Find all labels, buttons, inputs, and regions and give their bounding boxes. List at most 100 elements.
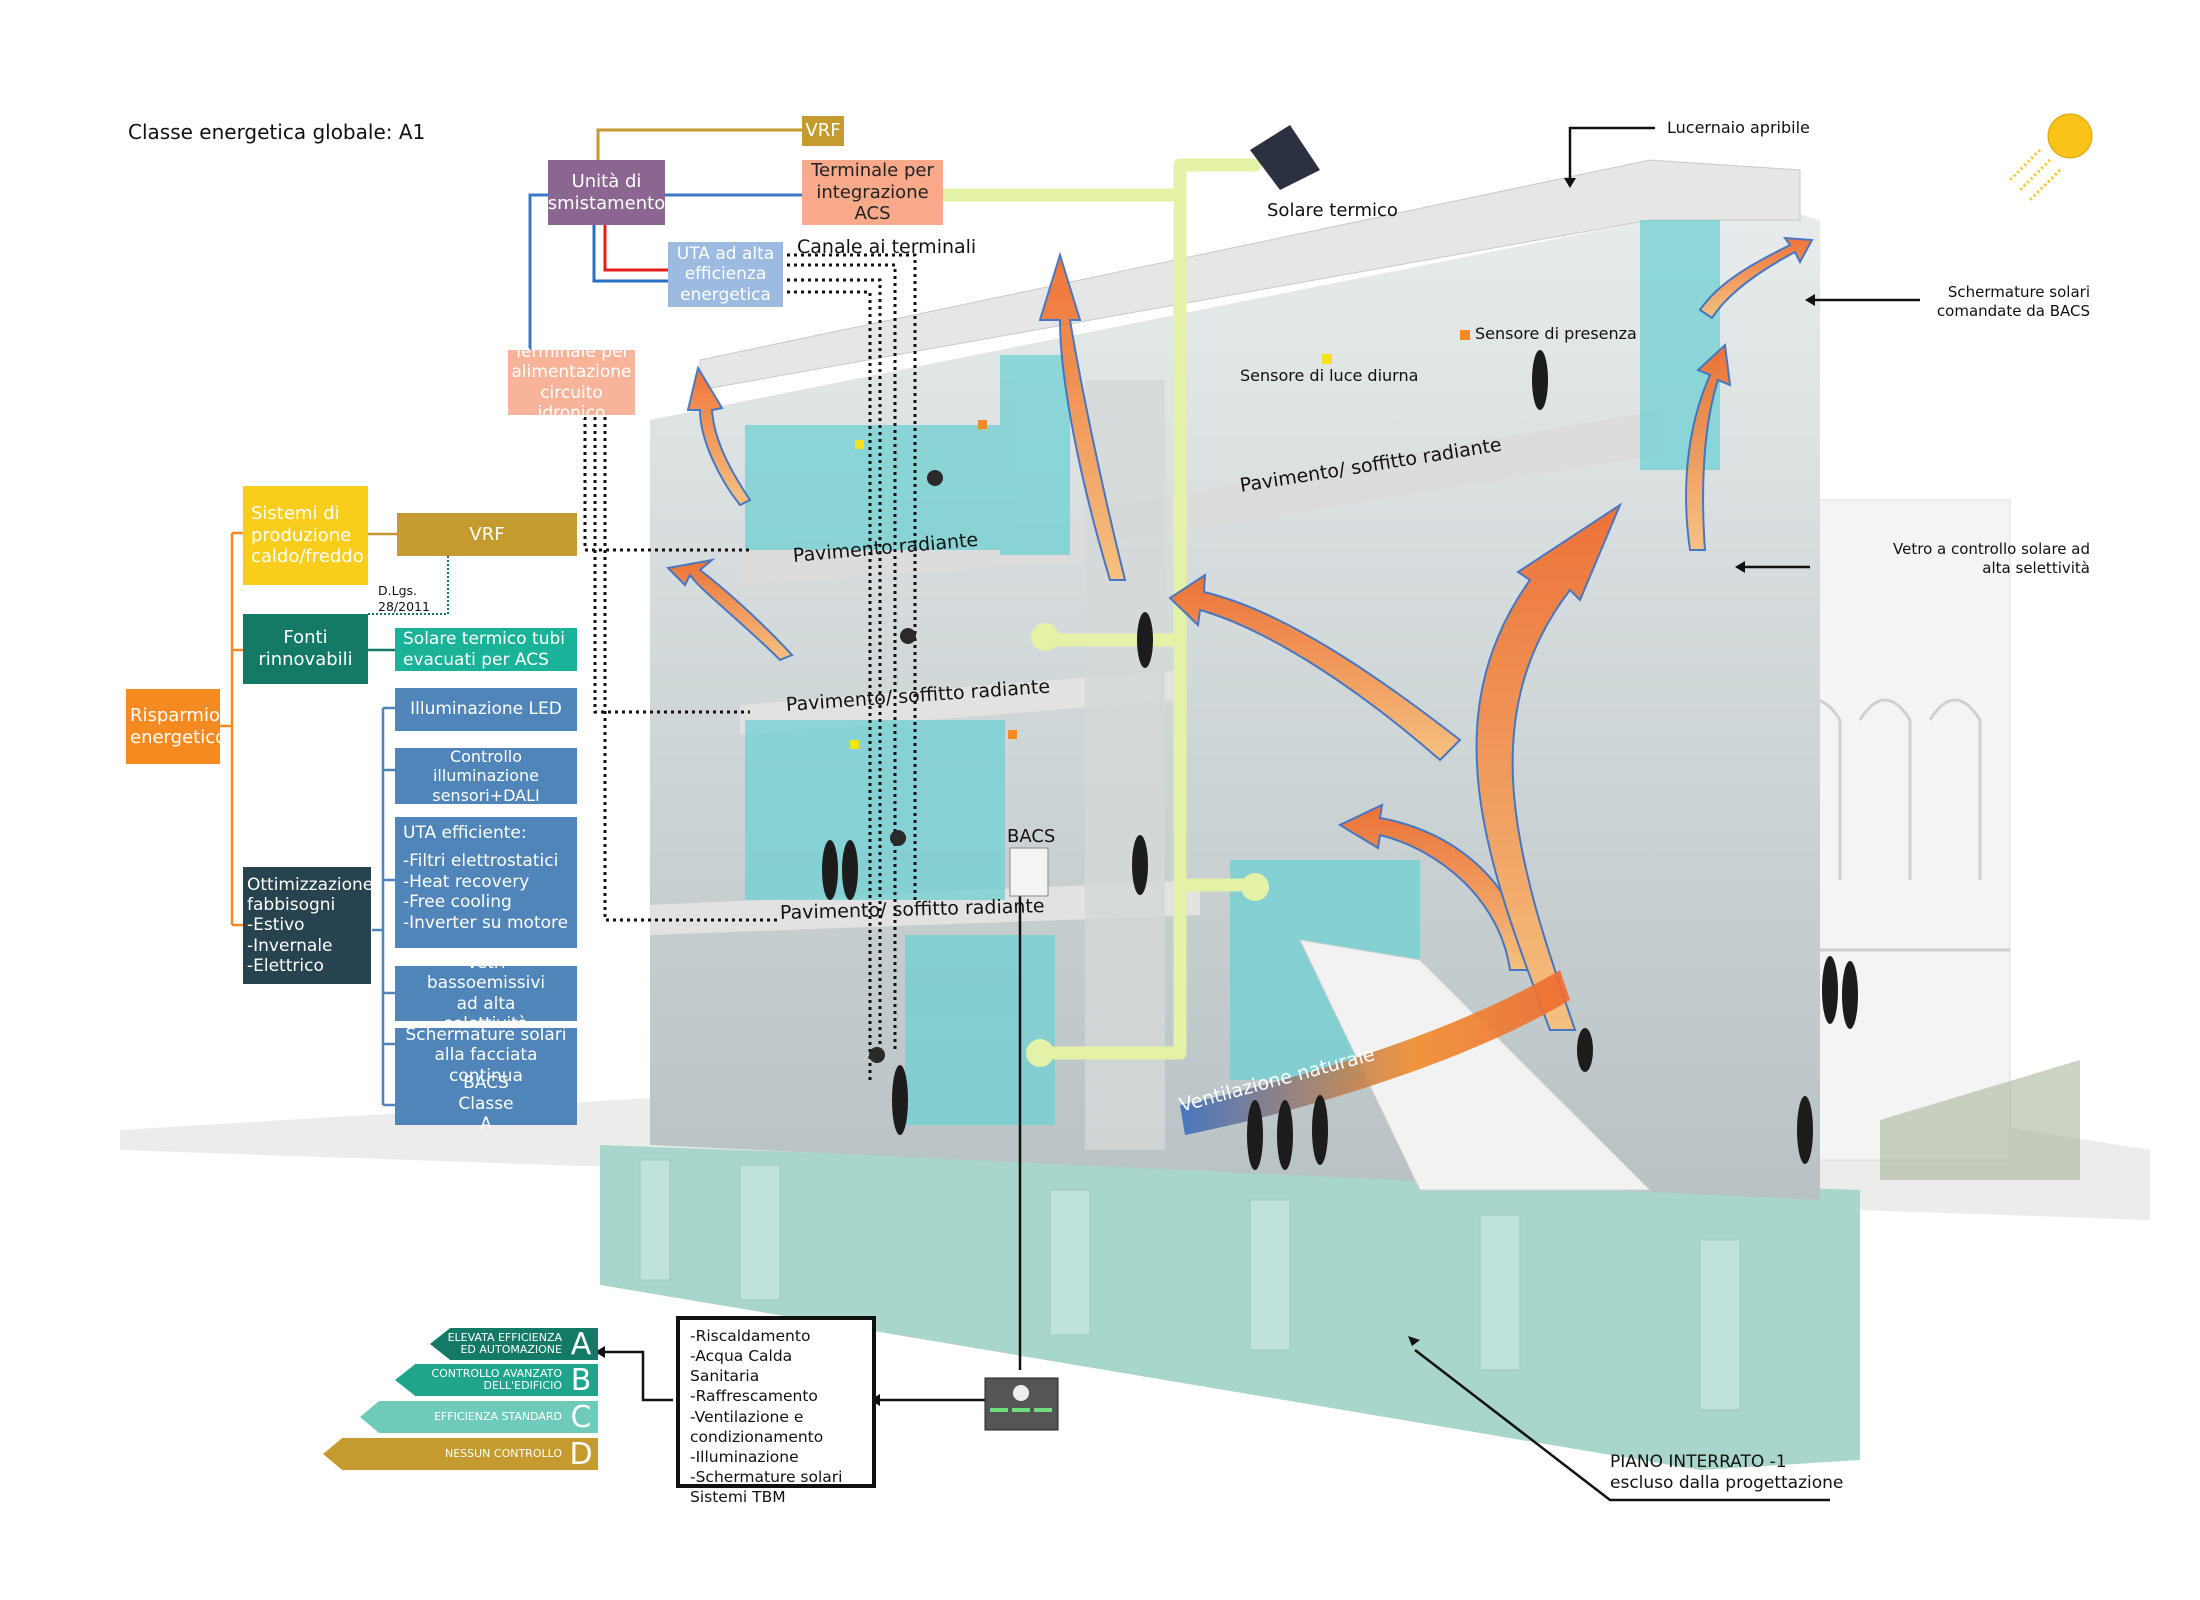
glass-volume xyxy=(905,935,1055,1125)
airflow-arrow xyxy=(1038,251,1127,581)
duct-node xyxy=(900,628,916,644)
lawn xyxy=(1880,1060,2080,1180)
person-silhouette xyxy=(1577,1028,1593,1072)
arch xyxy=(1858,698,1912,880)
duct-node xyxy=(890,830,906,846)
arrowhead xyxy=(1564,178,1576,188)
energy-class-letter: D xyxy=(569,1436,593,1472)
energy-class-letter: C xyxy=(570,1399,592,1435)
arrowhead xyxy=(1408,1336,1420,1346)
terminale-idronico-box: Terminale per alimentazione circuito idr… xyxy=(508,342,635,423)
presence-sensor-icon xyxy=(1008,730,1017,739)
piano-interrato-line2: escluso dalla progettazione xyxy=(1610,1473,1844,1494)
tbm-item: -Acqua Calda Sanitaria xyxy=(690,1347,793,1386)
energy-class-text: NESSUN CONTROLLO xyxy=(444,1446,562,1460)
tbm-systems-box: -Riscaldamento -Acqua Calda Sanitaria -R… xyxy=(676,1316,876,1506)
energy-class-letter: B xyxy=(570,1362,592,1398)
glass-volume xyxy=(745,425,1005,550)
tbm-item: -Raffrescamento xyxy=(690,1387,818,1406)
uta-efficiente-box: UTA efficiente: -Filtri elettrostatici -… xyxy=(395,817,577,948)
uta-alta-efficienza-box: UTA ad alta efficienza energetica xyxy=(668,242,783,307)
airflow-arrow xyxy=(1698,236,1814,320)
glass-volume xyxy=(745,720,1005,900)
basement-pillar xyxy=(1479,1214,1521,1371)
solare-acs-box: Solare termico tubi evacuati per ACS xyxy=(395,628,577,671)
ottimizzazione-line: -Elettrico xyxy=(247,956,324,977)
tbm-item: -Schermature solari xyxy=(690,1467,843,1486)
pipe-node xyxy=(1026,1039,1054,1067)
duct-line xyxy=(780,263,897,1050)
uta-line: -Filtri elettrostatici xyxy=(403,851,559,872)
glass-volume xyxy=(1640,220,1720,470)
uta-efficiente-title: UTA efficiente: xyxy=(403,823,527,843)
duct-node xyxy=(927,470,943,486)
arrowhead xyxy=(595,1346,605,1358)
person-silhouette xyxy=(1277,1100,1293,1170)
slab-top-right xyxy=(1090,410,1660,545)
presence-sensor-icon xyxy=(1460,330,1470,340)
duct-line xyxy=(583,410,750,552)
unita-smistamento-box: Unità di smistamento xyxy=(548,160,665,225)
solare-termico-label: Solare termico xyxy=(1267,200,1398,221)
vrf-top-box: VRF xyxy=(802,116,844,146)
tbm-item: -Riscaldamento xyxy=(690,1327,811,1345)
person-silhouette xyxy=(1137,612,1153,668)
tbm-item: Sistemi TBM xyxy=(690,1488,786,1507)
arrowhead xyxy=(1805,294,1815,306)
ottimizzazione-line: fabbisogni xyxy=(247,894,336,915)
classes-link xyxy=(605,1350,673,1402)
solar-panel-icon xyxy=(1250,125,1320,190)
energy-class-text: EFFICIENZA STANDARD xyxy=(433,1409,562,1423)
page-title: Classe energetica globale: A1 xyxy=(128,120,426,144)
duct-line xyxy=(780,290,872,1080)
uta-line: -Heat recovery xyxy=(403,871,530,892)
basement-pillar xyxy=(739,1164,781,1301)
connector-uta-red xyxy=(603,225,668,272)
basement-block xyxy=(600,1145,1860,1470)
leader-interrato xyxy=(1414,1349,1830,1502)
tbm-item: -Ventilazione e xyxy=(690,1407,804,1426)
person-silhouette xyxy=(842,840,858,900)
dlgs-label: D.Lgs. 28/2011 xyxy=(378,583,430,614)
duct-node xyxy=(869,1047,885,1063)
daylight-sensor-icon xyxy=(850,740,859,749)
illuminazione-led-box: Illuminazione LED xyxy=(395,688,577,731)
pipe-node xyxy=(1031,623,1059,651)
airflow-arrow xyxy=(665,558,794,662)
person-silhouette xyxy=(822,840,838,900)
uta-line: -Inverter su motore xyxy=(403,912,569,933)
duct-line xyxy=(780,253,917,900)
daylight-sensor-icon xyxy=(1322,354,1332,364)
vrf-tree-box: VRF xyxy=(397,513,577,556)
natural-ventilation-band xyxy=(1180,970,1570,1135)
sensore-luce-label: Sensore di luce diurna xyxy=(1240,366,1419,385)
pipe-node xyxy=(1241,873,1269,901)
person-silhouette xyxy=(1797,1096,1813,1164)
person-silhouette xyxy=(1532,350,1548,410)
bacs-device-icon xyxy=(1009,847,1049,897)
person-silhouette xyxy=(1312,1095,1328,1165)
controllo-illuminazione-box: Controllo illuminazione sensori+DALI xyxy=(395,747,577,805)
terminale-acs-box: Terminale per integrazione ACS xyxy=(802,160,943,225)
dlgs-dotted xyxy=(368,556,449,615)
person-silhouette xyxy=(892,1065,908,1135)
glass-volume xyxy=(1000,355,1070,555)
ottimizzazione-box: Ottimizzazione fabbisogni -Estivo -Inver… xyxy=(243,867,373,984)
daylight-sensor-icon xyxy=(855,440,864,449)
airflow-arrow xyxy=(1168,573,1462,762)
arrowhead xyxy=(1735,561,1745,573)
duct-line xyxy=(603,410,780,922)
staircase xyxy=(1299,939,1652,1191)
schermature-facciata-box: Schermature solari alla facciata continu… xyxy=(395,1025,577,1086)
duct-line xyxy=(593,410,750,714)
tbm-item: condizionamento xyxy=(690,1427,824,1446)
person-silhouette xyxy=(1132,835,1148,895)
uta-line: -Free cooling xyxy=(403,892,512,913)
bacs-classe-a-box: BACS Classe A xyxy=(395,1073,577,1134)
fonti-rinnovabili-box: Fonti rinnovabili xyxy=(243,614,368,684)
sun-icon xyxy=(2047,113,2093,159)
airflow-arrow xyxy=(1685,342,1732,551)
tbm-item: -Illuminazione xyxy=(690,1447,799,1466)
